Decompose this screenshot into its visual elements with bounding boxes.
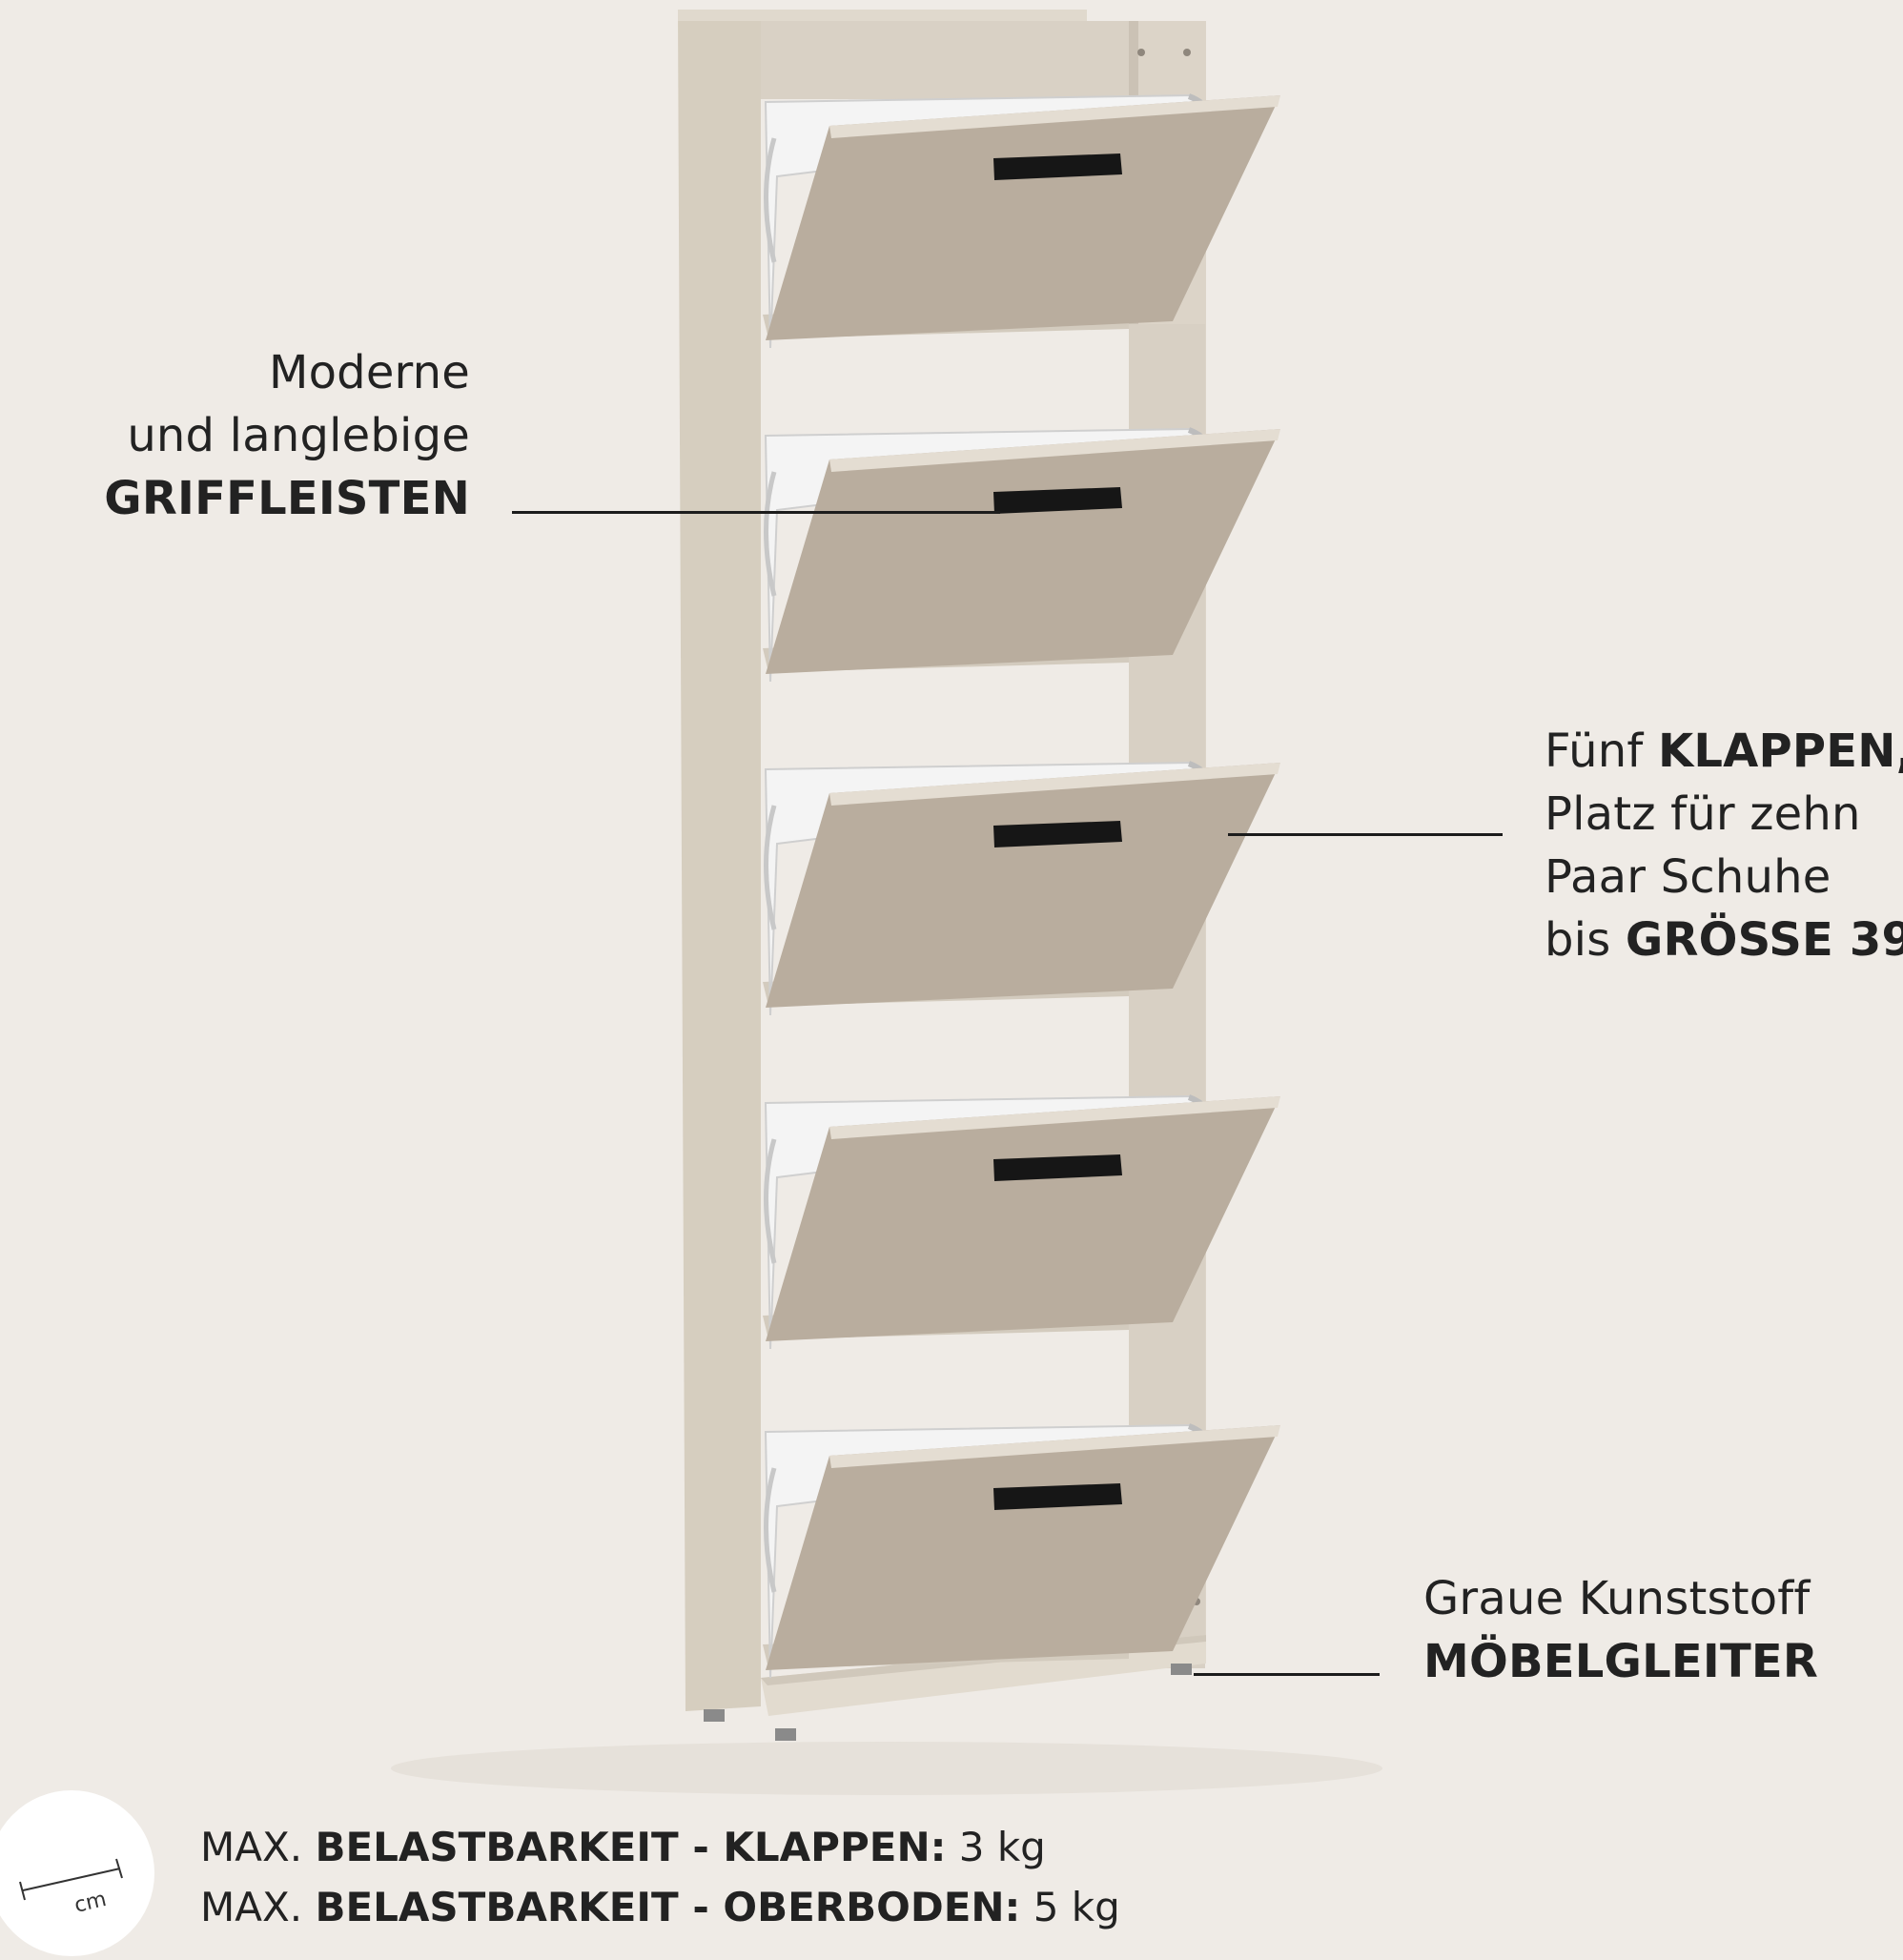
leader-line-klappen xyxy=(1228,833,1503,836)
flap-side-arm-2 xyxy=(764,471,777,597)
load-row1-value: 3 kg xyxy=(946,1824,1046,1870)
screw-dot xyxy=(1137,49,1145,56)
load-row2-value: 5 kg xyxy=(1020,1884,1120,1930)
load-row-oberboden: MAX. BELASTBARKEIT - OBERBODEN: 5 kg xyxy=(200,1877,1120,1937)
callout-klappen-line4-regular: bis xyxy=(1545,913,1626,967)
cabinet-top-board xyxy=(678,10,1087,21)
flap-edge-1 xyxy=(829,95,1280,138)
cabinet-top-compartment xyxy=(761,21,1129,99)
flap-handle-2 xyxy=(993,487,1122,514)
flap-front-3 xyxy=(766,763,1280,1008)
load-row2-prefix: MAX. xyxy=(200,1884,316,1930)
flap-side-arm-5 xyxy=(764,1467,777,1593)
leader-line-griffleisten xyxy=(512,511,1000,514)
flap-side-arm-3 xyxy=(764,805,777,930)
flap-side-arm-1 xyxy=(764,137,777,263)
unit-label: cm xyxy=(72,1888,109,1918)
callout-gleiter-line1: Graue Kunststoff xyxy=(1423,1572,1811,1625)
load-capacity-info: MAX. BELASTBARKEIT - KLAPPEN: 3 kg MAX. … xyxy=(200,1817,1120,1937)
callout-gleiter-line2: MÖBELGLEITER xyxy=(1423,1635,1819,1688)
flap-edge-4 xyxy=(829,1096,1280,1139)
load-row1-label: BELASTBARKEIT - KLAPPEN: xyxy=(315,1824,947,1870)
flap-handle-4 xyxy=(993,1154,1122,1181)
flap-handle-5 xyxy=(993,1483,1122,1510)
flaps-group xyxy=(763,93,1280,1679)
flap-edge-5 xyxy=(829,1425,1280,1468)
load-row-klappen: MAX. BELASTBARKEIT - KLAPPEN: 3 kg xyxy=(200,1817,1120,1877)
callout-griffleisten-line3: GRIFFLEISTEN xyxy=(104,472,470,525)
ruler-icon: cm xyxy=(19,1858,123,1918)
flap-edge-2 xyxy=(829,429,1280,472)
flap-side-arm-4 xyxy=(764,1138,777,1264)
callout-klappen-line2: Platz für zehn xyxy=(1545,787,1861,841)
leader-line-gleiter xyxy=(1194,1673,1380,1676)
load-row2-label: BELASTBARKEIT - OBERBODEN: xyxy=(315,1884,1021,1930)
load-row1-prefix: MAX. xyxy=(200,1824,316,1870)
glide-foot xyxy=(775,1728,796,1741)
callout-griffleisten-line1: Moderne xyxy=(268,346,470,399)
measurement-badge: cm xyxy=(0,1790,154,1956)
callout-griffleisten-line2: und langlebige xyxy=(127,409,470,462)
flap-front-2 xyxy=(766,429,1280,674)
flap-front-4 xyxy=(766,1096,1280,1341)
flap-handle-1 xyxy=(993,153,1122,180)
callout-klappen-line1-regular: Fünf xyxy=(1545,725,1658,778)
callout-klappen-line4-bold: GRÖSSE 39 xyxy=(1625,913,1903,967)
callout-gleiter: Graue Kunststoff MÖBELGLEITER xyxy=(1423,1567,1818,1693)
glide-foot xyxy=(1171,1664,1192,1675)
flap-front-5 xyxy=(766,1425,1280,1670)
callout-klappen: Fünf KLAPPEN, Platz für zehn Paar Schuhe… xyxy=(1545,720,1903,971)
flap-front-1 xyxy=(766,95,1280,340)
callout-griffleisten: Moderne und langlebige GRIFFLEISTEN xyxy=(104,341,470,530)
flap-edge-3 xyxy=(829,763,1280,806)
callout-klappen-line3: Paar Schuhe xyxy=(1545,850,1831,904)
cabinet-left-panel xyxy=(678,10,761,1711)
screw-dot xyxy=(1183,49,1191,56)
callout-klappen-line1-bold: KLAPPEN, xyxy=(1657,725,1903,778)
flap-handle-3 xyxy=(993,821,1122,847)
glide-foot xyxy=(704,1709,725,1722)
floor-shadow xyxy=(391,1742,1382,1795)
